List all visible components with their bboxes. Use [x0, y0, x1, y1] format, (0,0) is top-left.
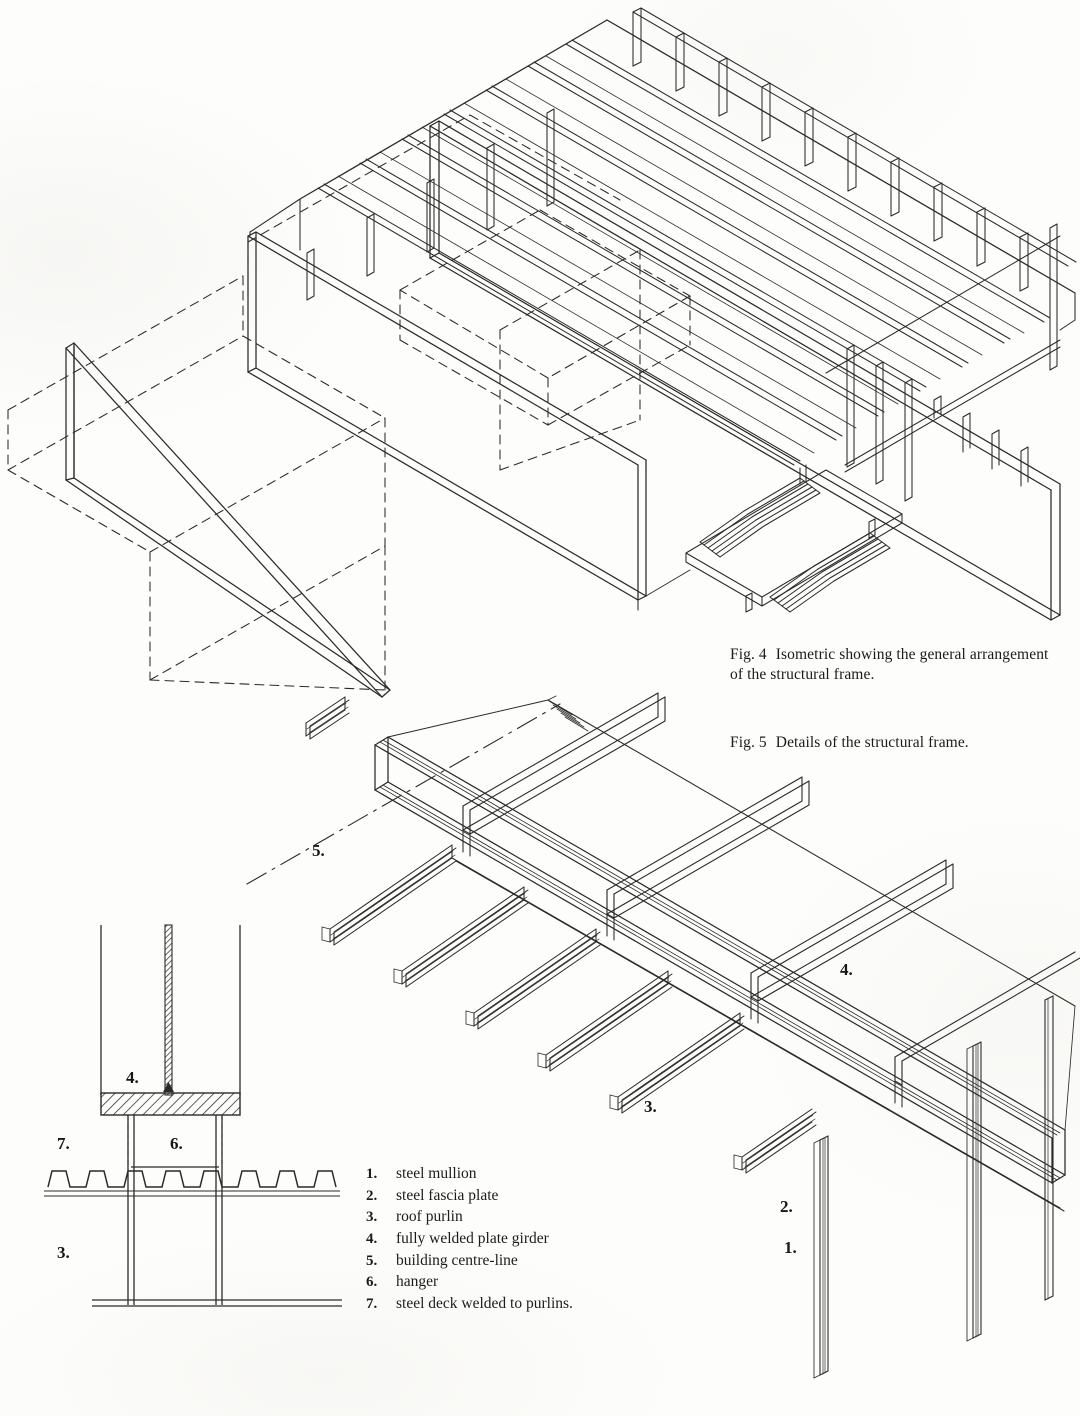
callout-detail-roof-purlin: 3.	[57, 1243, 70, 1262]
fig5-roof-purlins	[321, 844, 817, 1174]
legend-item-5: 5. building centre-line	[366, 1250, 573, 1272]
fig4-fascia-band-left	[65, 342, 391, 698]
fig5-detached-purlin-sample	[305, 696, 350, 740]
fig5-roof-deck-plane	[387, 695, 1076, 1131]
detail-steel-deck	[44, 1170, 340, 1197]
fig-4-number: Fig. 4	[730, 646, 767, 663]
fig-4-caption-line-1: Isometric showing the general arrangemen…	[775, 646, 1049, 663]
fig5-web-stiffeners	[462, 805, 903, 1108]
legend-key: 1. steel mullion 2. steel fascia plate 3…	[366, 1163, 573, 1315]
legend-item-3-label: roof purlin	[396, 1208, 463, 1226]
fig4-roof-purlins	[249, 19, 1076, 466]
callout-fig5-steel-mullion: 1.	[784, 1238, 797, 1257]
fig4-spine-beam	[429, 120, 1061, 621]
legend-item-6-number: 6.	[366, 1274, 378, 1291]
callout-fig5-roof-purlin: 3.	[644, 1097, 657, 1116]
fig4-connecting-edges	[249, 198, 1076, 611]
legend-item-1-label: steel mullion	[396, 1165, 477, 1182]
callout-detail-hanger: 6.	[170, 1134, 183, 1153]
legend-item-2: 2. steel fascia plate	[366, 1185, 573, 1207]
detail-hangers	[127, 1115, 223, 1305]
detail-roof-purlin	[92, 1299, 342, 1307]
fig4-fascia-band-mid	[247, 231, 647, 601]
legend-item-6-label: hanger	[396, 1273, 439, 1291]
callout-fig5-plate-girder: 4.	[840, 960, 853, 979]
callout-fig5-centre-line: 5.	[312, 841, 325, 860]
callout-fig5-fascia-plate: 2.	[780, 1197, 793, 1216]
fig4-ridge-mullions	[632, 7, 1077, 292]
detail-girder-bottom-flange	[100, 1092, 241, 1116]
fig-5-number: Fig. 5	[730, 734, 767, 751]
legend-item-7: 7. steel deck welded to purlins.	[366, 1293, 573, 1315]
legend-item-7-number: 7.	[366, 1296, 378, 1313]
fig-4-caption: Fig. 4 Isometric showing the general arra…	[730, 645, 1070, 685]
fig-5-caption-line-1: Details of the structural frame.	[775, 734, 969, 751]
fig5-plate-girder	[374, 736, 1066, 1184]
legend-item-7-label: steel deck welded to purlins.	[396, 1295, 573, 1313]
detail-girder-side-plates	[100, 925, 241, 1095]
legend-item-5-label: building centre-line	[396, 1251, 518, 1269]
legend-item-3-number: 3.	[366, 1209, 378, 1226]
fig-4-caption-line-2: of the structural frame.	[730, 665, 875, 683]
callout-detail-plate-girder: 4.	[126, 1068, 139, 1087]
legend-item-5-number: 5.	[366, 1252, 378, 1269]
legend-item-2-label: steel fascia plate	[396, 1186, 499, 1204]
fig4-entrance-platform	[685, 464, 903, 613]
fig5-fascia-plate	[451, 857, 1065, 1212]
legend-item-4-number: 4.	[366, 1231, 378, 1248]
legend-item-1: 1. steel mullion	[366, 1163, 573, 1185]
legend-item-4: 4. fully welded plate girder	[366, 1228, 573, 1250]
legend-item-4-label: fully welded plate girder	[396, 1230, 549, 1248]
fig5-centre-line	[246, 703, 561, 885]
legend-item-1-number: 1.	[366, 1166, 378, 1182]
fig4-hanging-mullions-right	[825, 223, 1061, 502]
callout-detail-steel-deck: 7.	[57, 1134, 70, 1153]
fig5-steel-mullions	[813, 995, 1054, 1379]
detail-girder-web	[164, 924, 173, 1096]
legend-item-6: 6. hanger	[366, 1271, 573, 1293]
fig-5-caption: Fig. 5 Details of the structural frame.	[730, 733, 1070, 753]
fig4-upper-mullions-left	[306, 108, 555, 301]
legend-item-3: 3. roof purlin	[366, 1206, 573, 1228]
legend-item-2-number: 2.	[366, 1187, 378, 1204]
